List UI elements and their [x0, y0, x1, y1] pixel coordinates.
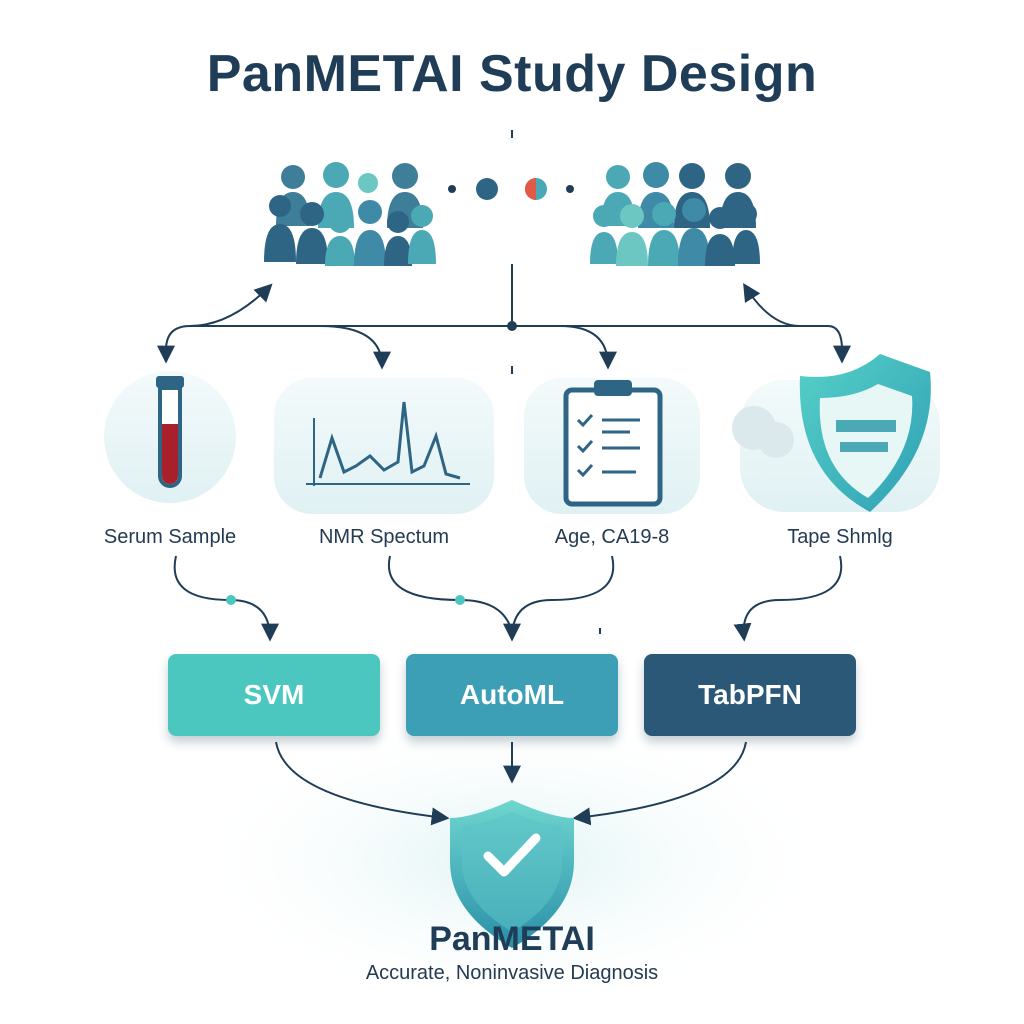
connector-node-dot: [226, 595, 236, 605]
patient-group-right-icon: [590, 162, 760, 266]
model-svm: SVM: [168, 654, 380, 736]
fourth-input-node: [732, 354, 940, 512]
result-title: PanMETAI: [429, 920, 595, 958]
clinical-data-node: [524, 378, 700, 514]
shield-badge-icon: [799, 354, 931, 512]
result-connector-lines: [275, 741, 747, 826]
input-label-clinical: Age, CA19-8: [554, 526, 670, 548]
result-subtitle: Accurate, Noninvasive Diagnosis: [365, 962, 659, 984]
shield-check-icon: [450, 800, 574, 948]
connector-dots: [448, 130, 574, 200]
model-connector-lines: [173, 555, 843, 642]
serum-sample-node: [104, 371, 236, 503]
nmr-spectrum-node: [274, 378, 494, 514]
top-connector-lines: [157, 264, 851, 374]
input-label-fourth: Tape Shmlg: [787, 526, 893, 548]
model-automl: AutoML: [406, 654, 618, 736]
input-label-serum: Serum Sample: [103, 526, 237, 548]
page-title: PanMETAI Study Design: [206, 45, 818, 103]
spectrum-chart-icon: [306, 401, 470, 486]
connector-node-dot: [455, 595, 465, 605]
clipboard-checklist-icon: [563, 380, 663, 507]
model-tabpfn: TabPFN: [644, 654, 856, 736]
patient-group-left-icon: [264, 162, 436, 266]
test-tube-icon: [156, 376, 184, 488]
input-label-nmr: NMR Spectum: [318, 526, 450, 548]
junction-dot: [507, 321, 517, 331]
